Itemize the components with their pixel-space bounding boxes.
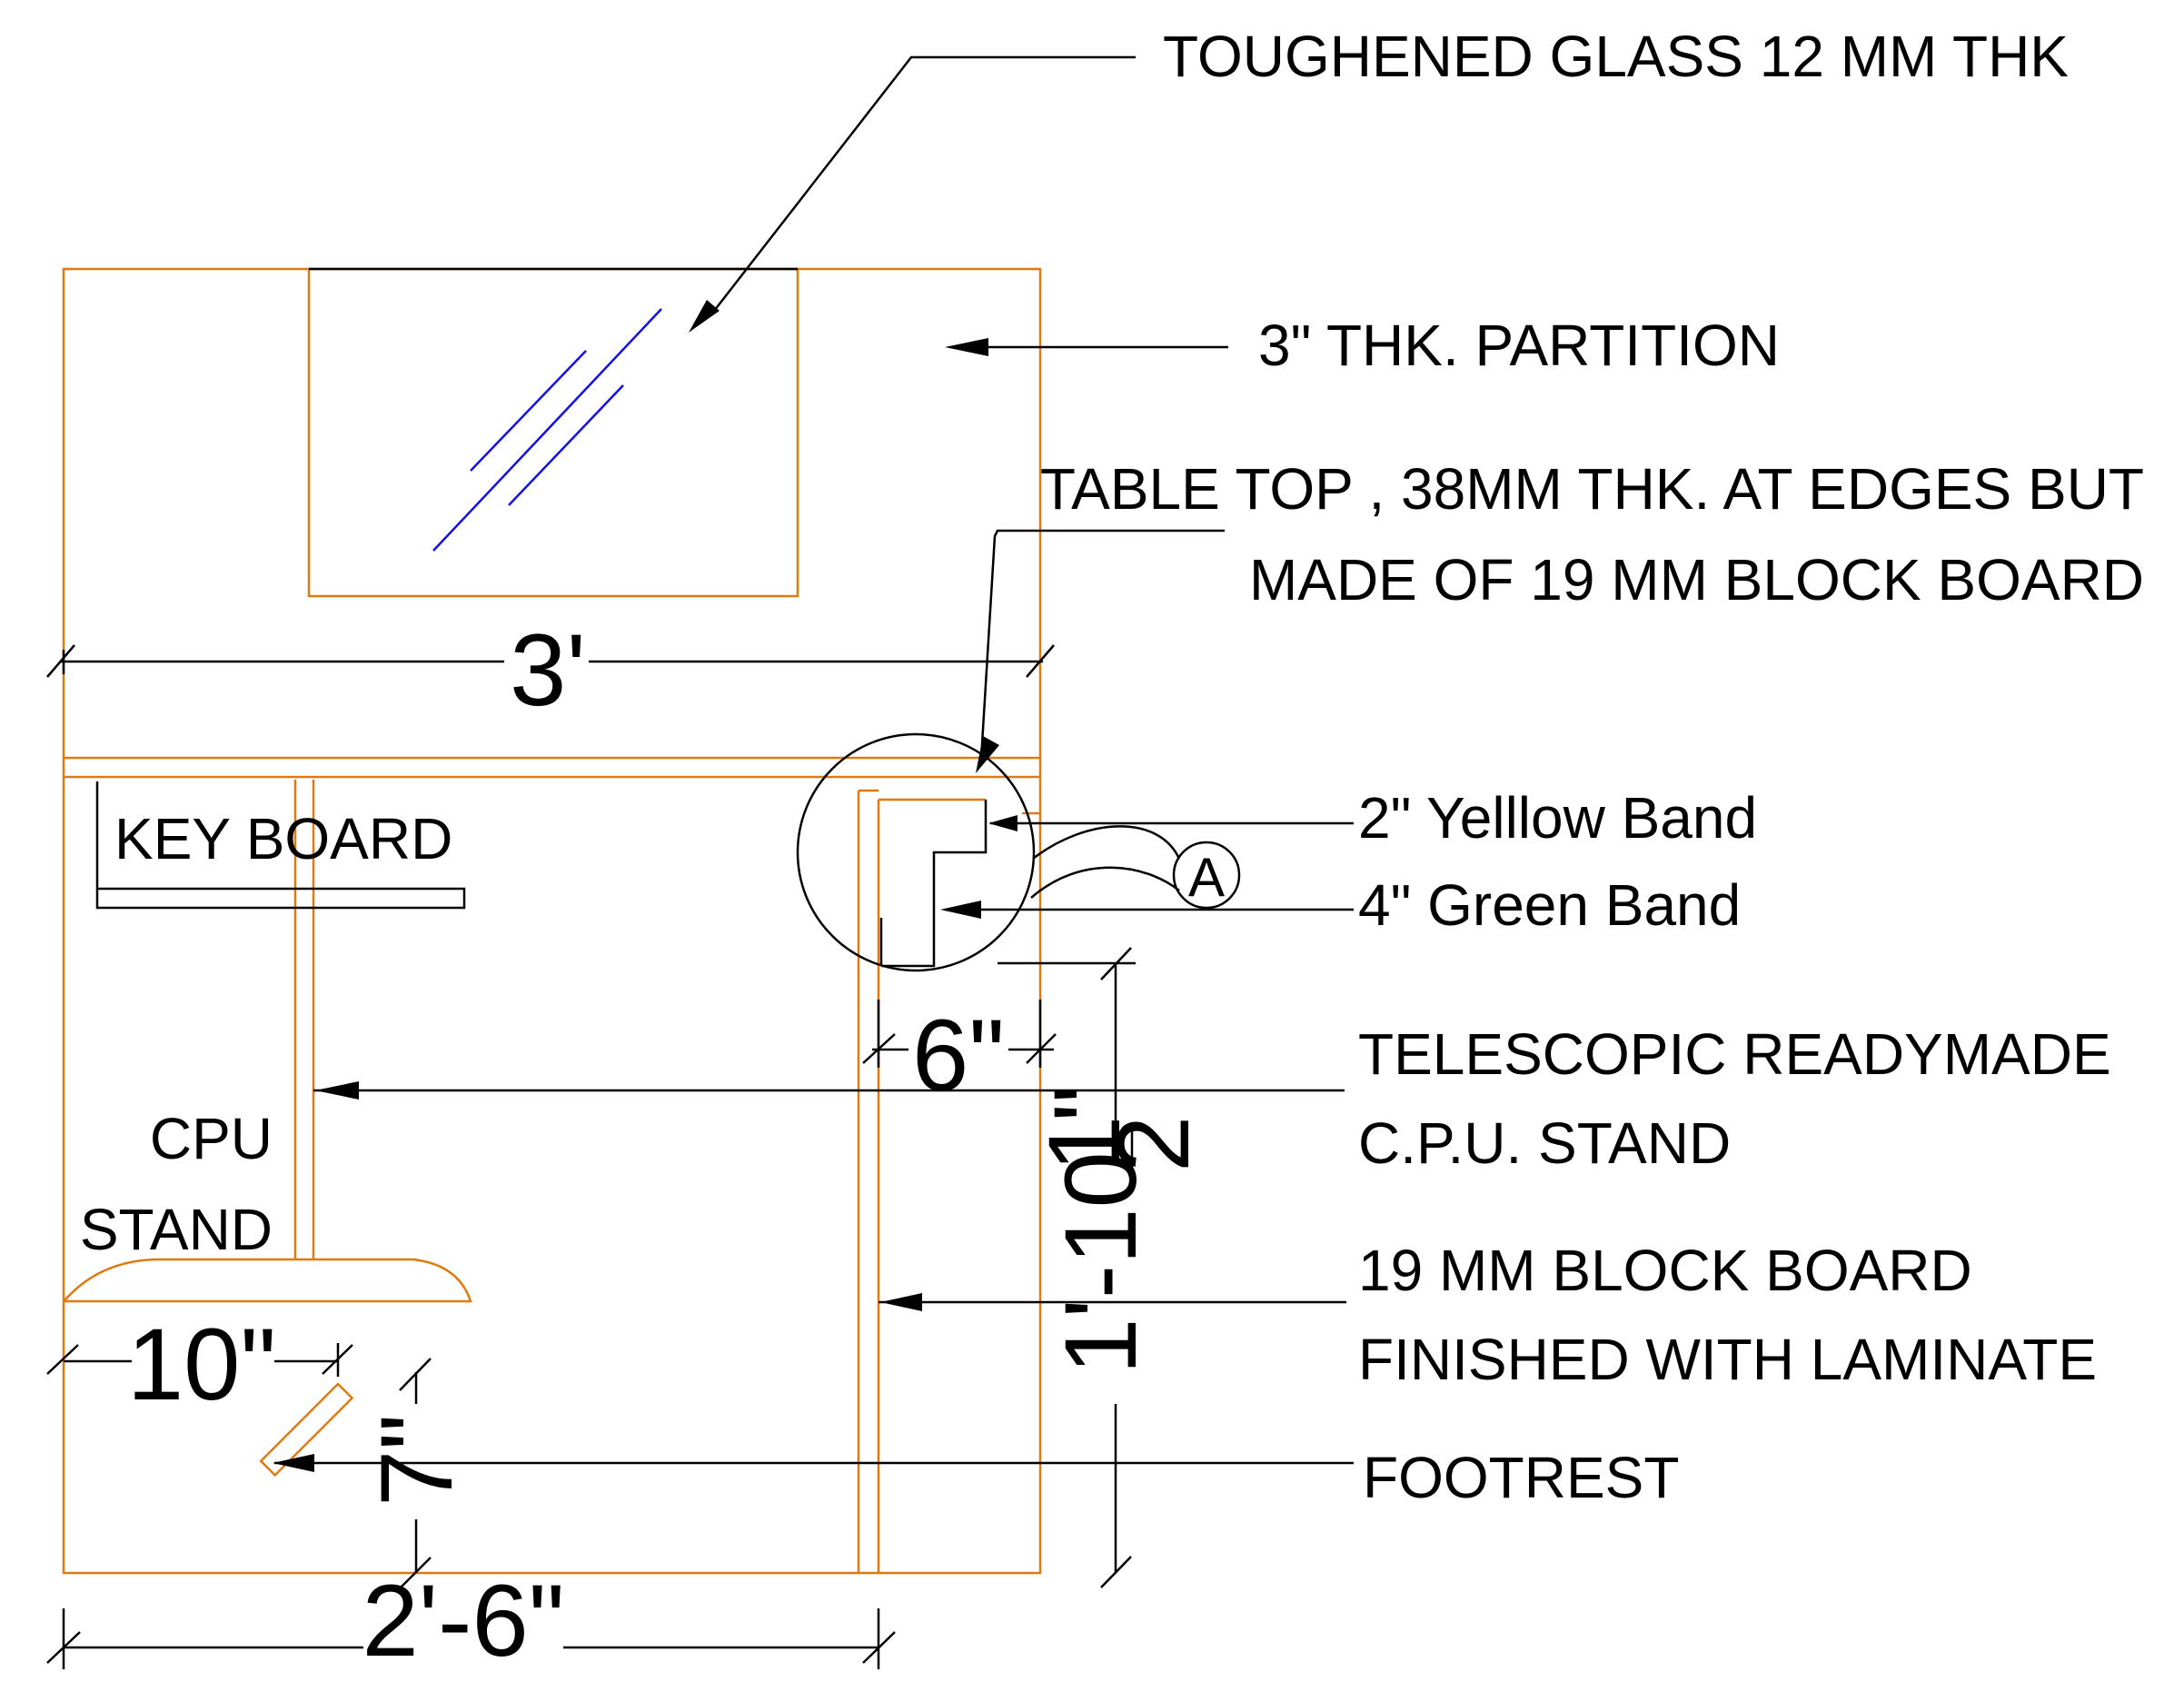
dim-footrest-height: 7" — [360, 1414, 473, 1507]
label-cpu-line2: STAND — [80, 1197, 273, 1262]
note-partition: 3" THK. PARTITION — [1258, 313, 1780, 378]
leader-lines — [273, 55, 1354, 1472]
dim-height-fraction-den: 2 — [1097, 1116, 1210, 1172]
note-cpu-stand-line1: TELESCOPIC READYMADE — [1358, 1021, 2111, 1087]
note-table-top-line2: MADE OF 19 MM BLOCK BOARD — [1249, 547, 2144, 612]
dimension-lines — [46, 644, 1136, 1669]
note-toughened-glass: TOUGHENED GLASS 12 MM THK — [1163, 24, 2069, 89]
note-block-board-line1: 19 MM BLOCK BOARD — [1358, 1238, 1972, 1303]
note-block-board-line2: FINISHED WITH LAMINATE — [1358, 1327, 2097, 1392]
dim-height-inch-mark: " — [1033, 1085, 1147, 1121]
label-detail-a: A — [1188, 847, 1225, 908]
dim-cpu-stand-width: 10" — [127, 1308, 276, 1421]
detail-a — [796, 732, 1241, 972]
note-table-top-line1: TABLE TOP , 38MM THK. AT EDGES BUT — [1040, 456, 2144, 522]
label-keyboard: KEY BOARD — [114, 806, 452, 871]
glass-panel — [307, 267, 799, 598]
dim-depth-lower: 2'-6" — [362, 1564, 564, 1677]
dim-side-gap: 6" — [912, 999, 1005, 1112]
dim-height-fraction-num: 1 — [1027, 1116, 1141, 1172]
dim-height-whole: 1'-10 — [1044, 1151, 1157, 1375]
note-yellow-band: 2" Yelllow Band — [1358, 785, 1757, 851]
annotations: TOUGHENED GLASS 12 MM THK 3" THK. PARTIT… — [80, 24, 2144, 1677]
note-footrest: FOOTREST — [1363, 1445, 1679, 1510]
keyboard-tray — [95, 781, 466, 910]
dim-height-main: 1'-10 1 2 " — [1027, 1085, 1210, 1375]
note-cpu-stand-line2: C.P.U. STAND — [1358, 1110, 1731, 1176]
note-green-band: 4" Green Band — [1358, 872, 1741, 938]
dim-width-overall: 3' — [510, 613, 586, 727]
label-cpu-line1: CPU — [150, 1106, 273, 1171]
